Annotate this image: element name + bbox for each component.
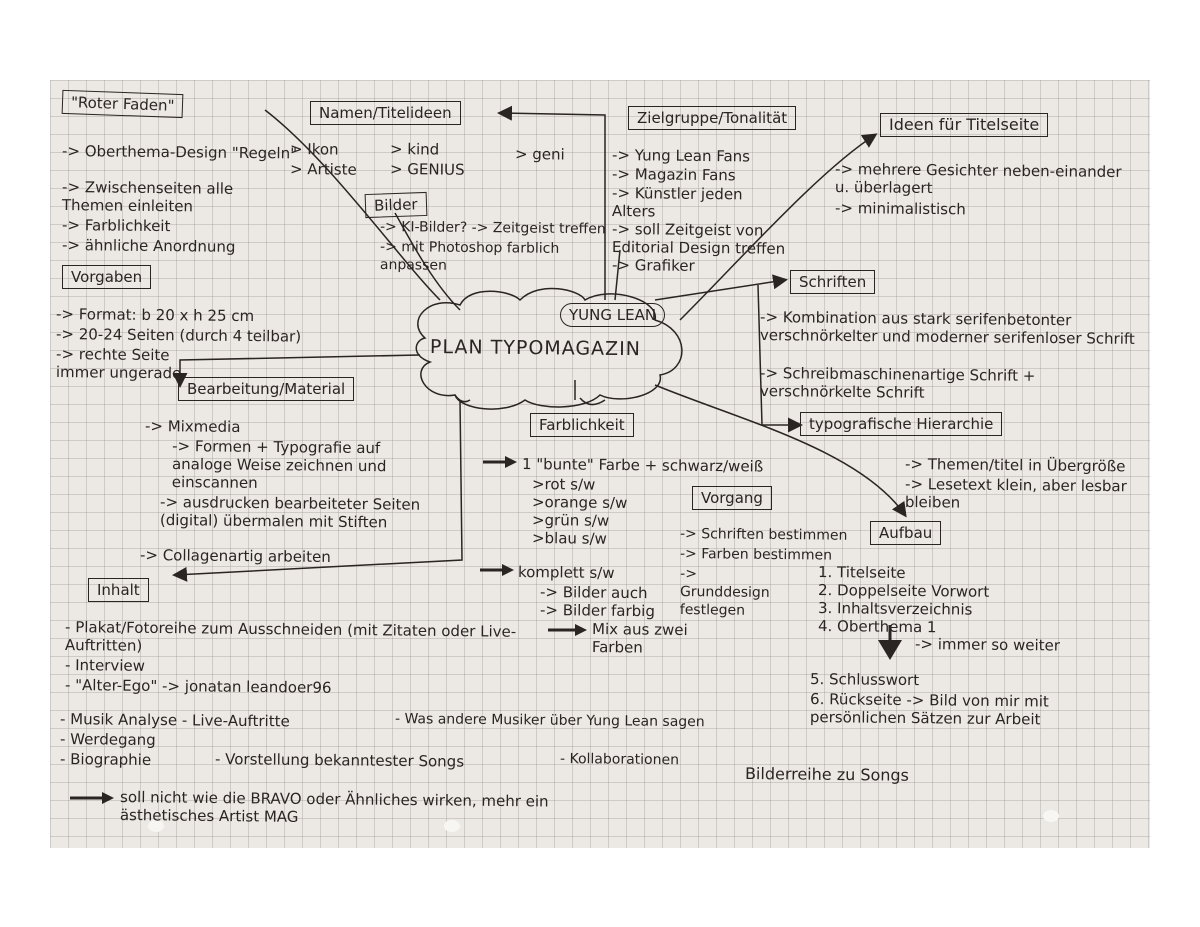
footer-note: soll nicht wie die BRAVO oder Ähnliches … (119, 788, 549, 826)
vorgang-item: -> Grunddesign festlegen (679, 566, 770, 619)
namen-item: > kind (389, 140, 440, 159)
vorgang-title: Vorgang (692, 486, 772, 510)
titelseite-item: -> mehrere Gesichter neben-einander u. ü… (834, 160, 1122, 198)
aufbau-title: Aufbau (870, 521, 942, 545)
roter-faden-item: -> Farblichkeit (61, 216, 171, 236)
farblichkeit-item: >orange s/w (531, 493, 628, 512)
farblichkeit-item: Mix aus zwei Farben (591, 620, 688, 657)
bearbeitung-item: -> ausdrucken bearbeiteter Seiten (digit… (159, 493, 421, 532)
bilderreihe-note: Bilderreihe zu Songs (744, 764, 910, 785)
farblichkeit-item: 1 "bunte" Farbe + schwarz/weiß (521, 455, 764, 476)
link-titelseite (679, 133, 878, 321)
farblichkeit-item: >rot s/w (531, 475, 596, 494)
vorgaben-item: -> Format: b 20 x h 25 cm (55, 305, 255, 326)
namen-item: > geni (514, 145, 565, 164)
schriften-item: -> Kombination aus stark serifenbetonter… (759, 308, 1135, 348)
bilder-title: Bilder (364, 191, 427, 219)
zielgruppe-item: -> Yung Lean Fans (611, 146, 751, 166)
zielgruppe-title: Zielgruppe/Tonalität (628, 106, 797, 130)
namen-title: Namen/Titelideen (310, 101, 461, 125)
bearbeitung-item: -> Collagenartig arbeiten (139, 546, 331, 566)
center-cloud (415, 287, 683, 410)
roter-faden-item: -> Zwischenseiten alle Themen einleiten (61, 178, 234, 216)
bearbeitung-item: -> Mixmedia (144, 417, 241, 436)
inhalt-item: - Musik Analyse - Live-Auftritte (59, 710, 290, 731)
center-name: YUNG LEAN (560, 303, 666, 327)
schriften-title: Schriften (790, 270, 876, 294)
farblichkeit-item: >blau s/w (531, 529, 607, 548)
aufbau-item: 2. Doppelseite Vorwort (817, 581, 990, 601)
inhalt-item: - Was andere Musiker über Yung Lean sage… (394, 711, 705, 731)
aufbau-item: 5. Schlusswort (809, 670, 920, 690)
aufbau-item: -> immer so weiter (914, 635, 1061, 655)
inhalt-item: - Biographie (59, 750, 152, 769)
inhalt-item: - Werdegang (59, 730, 156, 750)
titelseite-item: -> minimalistisch (834, 199, 966, 219)
zielgruppe-item: -> Grafiker (611, 256, 695, 275)
bearbeitung-item: -> Formen + Typografie auf analoge Weise… (171, 437, 387, 492)
titelseite-title: Ideen für Titelseite (880, 113, 1049, 137)
link-inhalt (172, 399, 463, 582)
inhalt-item: - Kollaborationen (559, 751, 680, 769)
namen-item: > GENIUS (389, 160, 465, 179)
center-title: PLAN TYPOMAGAZIN (429, 336, 642, 361)
hierarchie-item: -> Lesetext klein, aber lesbar bleiben (904, 475, 1127, 512)
zielgruppe-item: -> Künstler jeden Alters (611, 184, 743, 221)
farblichkeit-title: Farblichkeit (530, 413, 634, 437)
inhalt-item: - "Alter-Ego" -> jonatan leandoer96 (64, 676, 332, 697)
namen-item: > Artiste (289, 160, 357, 179)
paper-sheet (50, 80, 1150, 848)
aufbau-item: 1. Titelseite (817, 563, 906, 582)
link-zielgruppe (614, 249, 621, 301)
aufbau-item: 4. Oberthema 1 (817, 617, 937, 637)
roter-faden-item: -> Oberthema-Design "Regeln" (61, 142, 298, 163)
namen-item: > Ikon (289, 140, 339, 159)
hierarchie-title: typografische Hierarchie (800, 412, 1003, 436)
roter-faden-title: "Roter Faden" (61, 89, 184, 119)
link-vorgaben (172, 354, 421, 388)
link-roter-faden (264, 109, 441, 301)
bilder-item: -> mit Photoshop farblich anpassen (379, 239, 560, 274)
link-schriften-vert (757, 284, 803, 433)
aufbau-item: 3. Inhaltsverzeichnis (817, 599, 973, 619)
punch-hole (1043, 810, 1059, 822)
vorgaben-item: -> 20-24 Seiten (durch 4 teilbar) (55, 325, 302, 346)
punch-hole (444, 820, 460, 832)
vorgaben-item: -> rechte Seite immer ungerade (55, 345, 182, 383)
inhalt-item: - Interview (64, 656, 146, 675)
link-aufbau (654, 384, 907, 518)
punch-hole (148, 820, 164, 832)
link-namen (497, 105, 606, 300)
bearbeitung-title: Bearbeitung/Material (178, 377, 355, 401)
vorgang-item: -> Farben bestimmen (679, 546, 833, 564)
aufbau-item: 6. Rückseite -> Bild von mir mit persönl… (809, 690, 1049, 729)
schriften-item: -> Schreibmaschinenartige Schrift + vers… (759, 364, 1036, 402)
hierarchie-item: -> Themen/titel in Übergröße (904, 455, 1126, 476)
inhalt-item: - Plakat/Fotoreihe zum Ausschneiden (mit… (64, 618, 517, 655)
farblichkeit-item: >grün s/w (531, 511, 610, 530)
zielgruppe-item: -> soll Zeitgeist von Editorial Design t… (611, 220, 786, 258)
inhalt-title: Inhalt (88, 578, 149, 602)
link-schriften (654, 274, 788, 301)
farblichkeit-item: -> Bilder auch (539, 583, 648, 603)
farblichkeit-item: komplett s/w (517, 563, 615, 583)
roter-faden-item: -> ähnliche Anordnung (61, 236, 236, 256)
link-bilder (394, 212, 461, 311)
vorgang-item: -> Schriften bestimmen (679, 526, 848, 544)
farblichkeit-item: -> Bilder farbig (539, 601, 656, 621)
zielgruppe-item: -> Magazin Fans (611, 165, 736, 185)
inhalt-item: - Vorstellung bekanntester Songs (214, 750, 465, 771)
bilder-item: -> KI-Bilder? -> Zeitgeist treffen (379, 219, 606, 238)
vorgaben-title: Vorgaben (62, 265, 152, 289)
